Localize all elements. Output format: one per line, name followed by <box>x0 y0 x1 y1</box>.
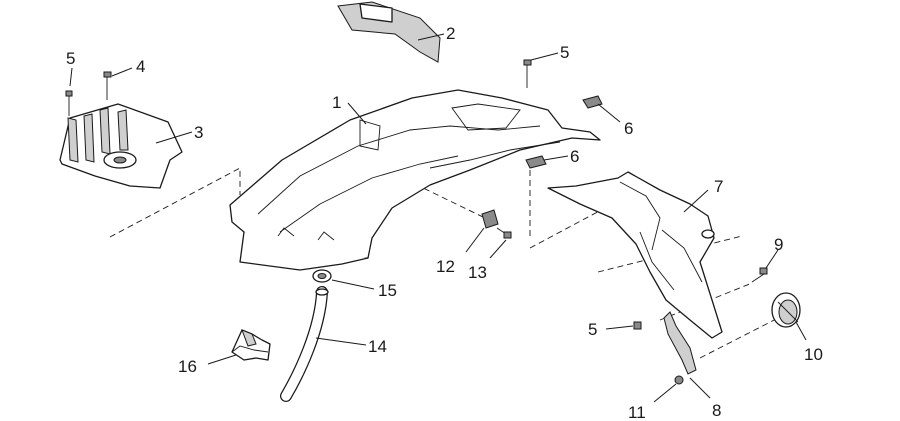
callout-1: 1 <box>332 93 341 112</box>
screw-top <box>523 59 532 88</box>
part-cover-plate <box>59 103 183 189</box>
callout-11: 11 <box>628 403 646 421</box>
callout-5-top: 5 <box>560 43 569 62</box>
callout-8: 8 <box>712 401 721 420</box>
callout-7: 7 <box>714 177 723 196</box>
callout-13: 13 <box>468 263 487 282</box>
callout-9: 9 <box>774 235 783 254</box>
callout-3: 3 <box>194 123 203 142</box>
screw-left <box>65 71 112 116</box>
clip-upper <box>582 95 603 109</box>
callout-2: 2 <box>446 24 455 43</box>
callout-6-upper: 6 <box>624 119 633 138</box>
leader-lines <box>69 33 807 403</box>
nut-small <box>674 375 684 385</box>
part-hose <box>280 286 329 402</box>
callout-4: 4 <box>136 57 145 76</box>
callout-16: 16 <box>178 357 197 376</box>
clip-nut <box>481 209 499 229</box>
callout-10: 10 <box>804 345 823 364</box>
callout-labels: 1 2 3 4 5 5 5 6 6 7 8 9 10 11 12 13 14 1… <box>66 24 823 421</box>
callout-5-lower: 5 <box>588 320 597 339</box>
callout-5-left: 5 <box>66 49 75 68</box>
clip-lower <box>525 155 547 169</box>
part-hose-clip <box>231 329 271 361</box>
screw-reflector <box>751 267 768 283</box>
part-guard <box>337 1 441 63</box>
callout-6-lower: 6 <box>570 147 579 166</box>
screw-lower <box>633 321 642 330</box>
part-reflector <box>771 292 801 328</box>
screw-small <box>496 227 512 239</box>
callout-12: 12 <box>436 257 455 276</box>
part-undertray <box>229 89 601 271</box>
callout-15: 15 <box>378 281 397 300</box>
part-bracket <box>663 311 697 375</box>
part-rear-fender <box>547 171 723 339</box>
callout-14: 14 <box>368 337 387 356</box>
part-grommet <box>312 269 332 283</box>
